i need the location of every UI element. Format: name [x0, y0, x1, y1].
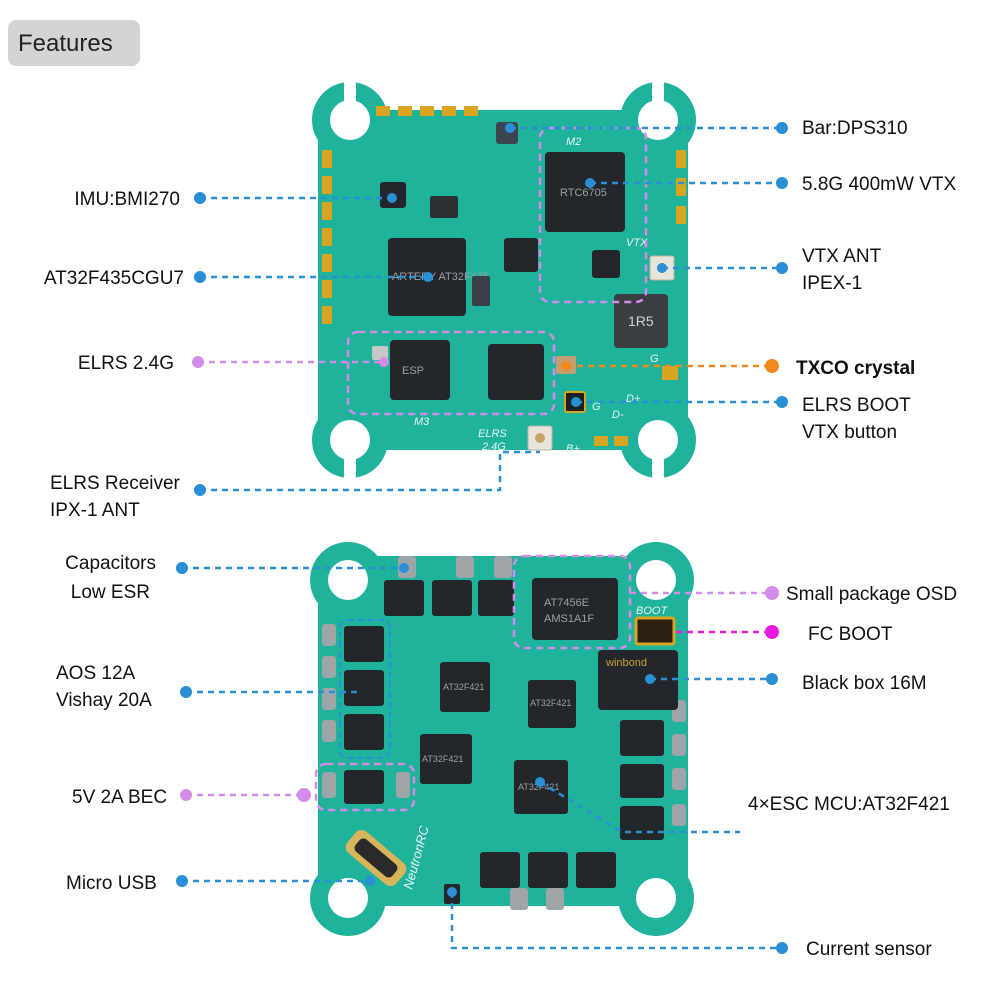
top-board: RTC6705 ARTERY AT32F435 ESP 1R5 ELRS 2.4… — [312, 82, 696, 478]
silk-b-plus: B+ — [566, 443, 580, 455]
label-mosfet-1: AOS 12A — [56, 663, 136, 684]
callout-labels: Bar:DPS310 5.8G 400mW VTX IMU:BMI270 VTX… — [44, 118, 957, 960]
osd-highlight-box — [512, 554, 632, 650]
top-mount-hole-br — [638, 420, 678, 460]
label-vtx-ant-1: VTX ANT — [802, 246, 882, 267]
osd-chip — [532, 578, 618, 640]
elrs-chip-label: ESP — [402, 365, 424, 377]
label-mcu: AT32F435CGU7 — [44, 268, 184, 289]
mcu-chip-label: ARTERY AT32F435 — [392, 271, 489, 283]
bottom-mount-hole-tr — [636, 560, 676, 600]
label-capacitors-2: Low ESR — [71, 582, 150, 603]
esc-mcu-1-label: AT32F421 — [443, 682, 484, 692]
silk-boot: BOOT — [636, 605, 668, 617]
top-edge-pads — [322, 106, 686, 446]
label-vtx-ant-2: IPEX-1 — [802, 273, 862, 294]
label-elrs: ELRS 2.4G — [78, 353, 174, 374]
micro-usb-port — [345, 829, 407, 887]
silk-m2: M2 — [566, 136, 581, 148]
label-current-sensor: Current sensor — [806, 939, 932, 960]
label-capacitors-1: Capacitors — [65, 553, 156, 574]
top-mount-hole-tr — [638, 100, 678, 140]
bottom-capacitors — [322, 556, 686, 910]
label-elrs-receiver-2: IPX-1 ANT — [50, 500, 140, 521]
esc-mcu-2 — [528, 680, 576, 728]
elrs-rf-chip — [488, 344, 544, 400]
label-micro-usb: Micro USB — [66, 873, 157, 894]
flash-chip-label: winbond — [605, 657, 647, 669]
bottom-mount-hole-tl — [328, 560, 368, 600]
page-title: Features — [18, 30, 113, 57]
top-mount-hole-tl — [330, 100, 370, 140]
vtx-chip — [545, 152, 625, 232]
top-mount-hole-bl — [330, 420, 370, 460]
esc-mcu-4 — [514, 760, 568, 814]
label-fc-boot: FC BOOT — [808, 624, 893, 645]
silk-vtx: VTX — [626, 237, 648, 249]
silk-m3: M3 — [414, 416, 430, 428]
vtx-chip-label: RTC6705 — [560, 187, 607, 199]
label-elrs-boot-2: VTX button — [802, 422, 897, 443]
label-osd: Small package OSD — [786, 584, 957, 605]
blackbox-flash-chip — [598, 650, 678, 710]
leader-endpoints — [176, 122, 788, 954]
bottom-mount-hole-bl — [328, 878, 368, 918]
silk-g1: G — [650, 353, 659, 365]
esc-mcu-3-label: AT32F421 — [422, 754, 463, 764]
osd-chip-label-2: AMS1A1F — [544, 613, 594, 625]
silk-d-plus: D+ — [626, 393, 641, 405]
reg-chip — [430, 196, 458, 218]
label-blackbox: Black box 16M — [802, 673, 927, 694]
label-imu: IMU:BMI270 — [74, 189, 180, 210]
ldo-chip — [504, 238, 538, 272]
fc-boot-button — [634, 616, 676, 646]
label-vtx: 5.8G 400mW VTX — [802, 174, 956, 195]
tcxo-small — [472, 276, 490, 306]
bottom-mosfets — [344, 580, 664, 888]
silk-band: 2.4G — [481, 441, 506, 453]
elrs-highlight-box — [346, 330, 556, 416]
osd-chip-label-1: AT7456E — [544, 597, 589, 609]
inductor-label: 1R5 — [628, 313, 654, 329]
elrs-antenna-chip — [372, 346, 388, 360]
elrs-chip — [390, 340, 450, 400]
label-elrs-boot-1: ELRS BOOT — [802, 395, 911, 416]
label-mosfet-2: Vishay 20A — [56, 690, 152, 711]
silk-d-minus: D- — [612, 409, 624, 421]
leader-lines — [182, 126, 782, 950]
bottom-board-pcb — [318, 556, 688, 906]
silk-elrs: ELRS — [478, 428, 507, 440]
esc-mcu-3 — [420, 734, 472, 784]
label-elrs-receiver-1: ELRS Receiver — [50, 473, 181, 494]
silk-g2: G — [592, 401, 601, 413]
inductor — [614, 294, 668, 348]
bottom-mount-hole-br — [636, 878, 676, 918]
label-txco: TXCO crystal — [796, 358, 915, 379]
label-baro: Bar:DPS310 — [802, 118, 908, 139]
features-title-badge: Features — [8, 20, 140, 66]
label-esc-mcu: 4×ESC MCU:AT32F421 — [748, 794, 950, 815]
bec-highlight-box — [314, 762, 416, 812]
esc-mcu-2-label: AT32F421 — [530, 698, 571, 708]
esc-mcu-4-label: AT32F421 — [518, 782, 559, 792]
esc-mcu-1 — [440, 662, 490, 712]
label-bec: 5V 2A BEC — [72, 787, 167, 808]
vtx-pa-chip — [592, 250, 620, 278]
